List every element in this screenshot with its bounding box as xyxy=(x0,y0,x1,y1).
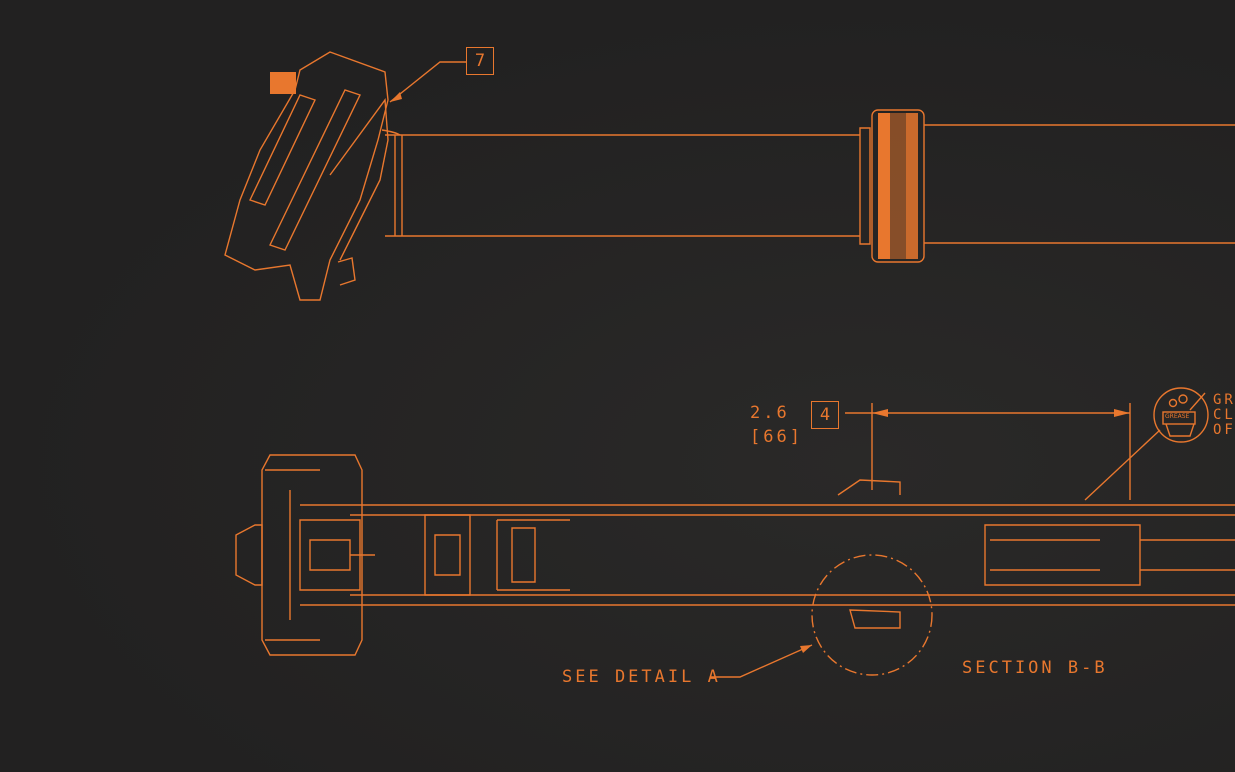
dimension-line xyxy=(845,403,1161,501)
callout-4: 4 xyxy=(811,401,839,429)
callout-7: 7 xyxy=(466,47,494,75)
grease-icon xyxy=(1153,387,1209,443)
grease-note-line-1: GRE xyxy=(1213,392,1235,408)
dimension-mm: [66] xyxy=(750,427,803,447)
grease-note: GRE CLU OF xyxy=(1213,393,1235,438)
seatpost-upper-tube xyxy=(385,109,1235,263)
grease-icon-label: GREASE xyxy=(1165,413,1190,420)
see-detail-label: SEE DETAIL A xyxy=(562,667,721,687)
grease-note-line-2: CLU xyxy=(1213,407,1235,423)
dimension-inches: 2.6 xyxy=(750,403,790,423)
seatpost-section xyxy=(235,454,1235,678)
bolt-thread xyxy=(270,72,296,94)
section-label: SECTION B-B xyxy=(962,658,1108,678)
seatpost-head-top xyxy=(224,51,467,301)
grease-note-line-3: OF xyxy=(1213,422,1235,438)
